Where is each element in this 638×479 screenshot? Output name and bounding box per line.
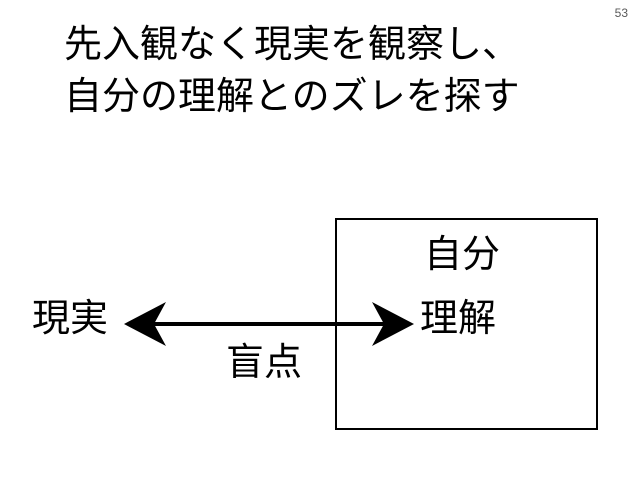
understanding-label: 理解: [420, 296, 497, 340]
reality-label: 現実: [32, 296, 109, 340]
arrow-head-left: [124, 302, 166, 346]
title-line-2: 自分の理解とのズレを探す: [64, 74, 520, 118]
self-label: 自分: [424, 232, 501, 276]
title-line-1: 先入観なく現実を観察し、: [64, 22, 521, 66]
slide-number: 53: [614, 6, 628, 20]
blindspot-label: 盲点: [226, 340, 303, 384]
arrow-head-right: [372, 302, 414, 346]
slide-title: 先入観なく現実を観察し、 自分の理解とのズレを探す: [64, 18, 624, 122]
